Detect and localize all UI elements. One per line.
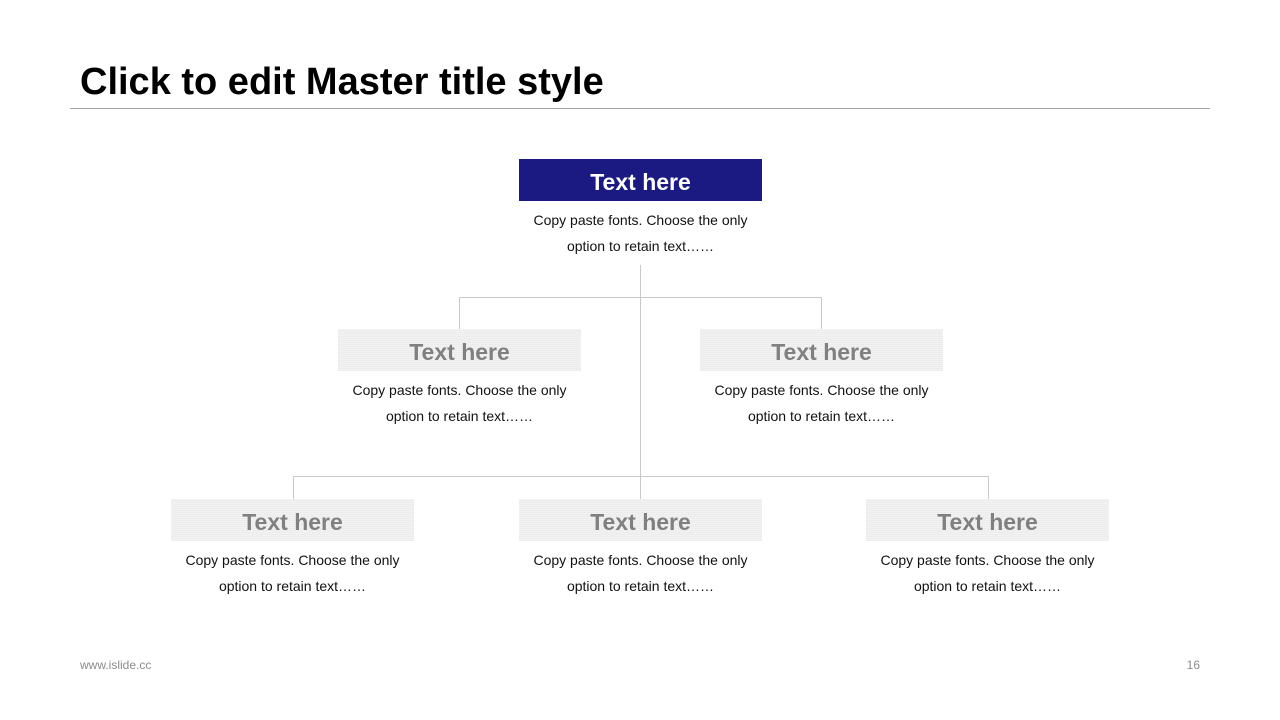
org-node-level2-right: Text here Copy paste fonts. Choose the o… [700,329,943,429]
org-node-level3-left: Text here Copy paste fonts. Choose the o… [171,499,414,599]
description-line: option to retain text…… [747,408,896,424]
description-line: Copy paste fonts. Choose the only [533,552,748,568]
description-line: Copy paste fonts. Choose the only [714,382,929,398]
org-node-label[interactable]: Text here [338,329,581,371]
description-line: option to retain text…… [218,578,367,594]
description-line: option to retain text…… [385,408,534,424]
org-node-level3-right: Text here Copy paste fonts. Choose the o… [866,499,1109,599]
org-node-label[interactable]: Text here [519,499,762,541]
org-node-label[interactable]: Text here [700,329,943,371]
title-underline [70,108,1210,109]
description-line: Copy paste fonts. Choose the only [352,382,567,398]
footer-url: www.islide.cc [80,658,152,672]
org-node-root: Text here Copy paste fonts. Choose the o… [519,159,762,259]
org-node-root-description: Copy paste fonts. Choose the only option… [519,207,762,259]
org-node-description: Copy paste fonts. Choose the only option… [700,377,943,429]
org-node-label[interactable]: Text here [171,499,414,541]
page-number: 16 [1186,658,1200,672]
org-node-level2-left: Text here Copy paste fonts. Choose the o… [338,329,581,429]
org-node-label[interactable]: Text here [866,499,1109,541]
description-line: Copy paste fonts. Choose the only [533,212,748,228]
org-node-root-label[interactable]: Text here [519,159,762,201]
description-line: option to retain text…… [566,238,715,254]
description-line: Copy paste fonts. Choose the only [185,552,400,568]
slide-title: Click to edit Master title style [80,61,604,103]
org-node-level3-center: Text here Copy paste fonts. Choose the o… [519,499,762,599]
org-node-description: Copy paste fonts. Choose the only option… [171,547,414,599]
description-line: option to retain text…… [566,578,715,594]
org-node-description: Copy paste fonts. Choose the only option… [866,547,1109,599]
org-node-description: Copy paste fonts. Choose the only option… [338,377,581,429]
description-line: option to retain text…… [913,578,1062,594]
org-node-description: Copy paste fonts. Choose the only option… [519,547,762,599]
description-line: Copy paste fonts. Choose the only [880,552,1095,568]
